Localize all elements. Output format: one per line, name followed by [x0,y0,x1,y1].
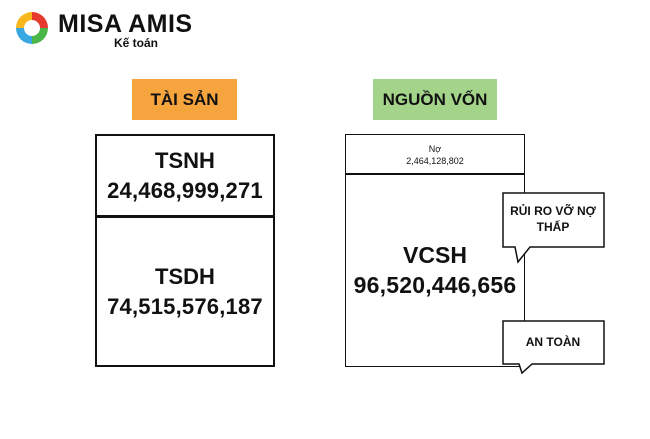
low-risk-speech-bubble [502,192,605,264]
brand-name: MISA AMIS [58,10,193,38]
liabilities-label: Nợ [428,143,442,154]
safe-text: AN TOÀN [525,335,581,349]
long-term-assets-label: TSDH [155,263,215,289]
misa-amis-logo: MISA AMIS Kế toán [14,6,192,50]
assets-header: TÀI SẢN [132,79,237,120]
long-term-assets-value: 74,515,576,187 [107,293,263,319]
equity-label: VCSH [403,242,467,268]
equity-value: 96,520,446,656 [353,272,517,298]
liabilities-box: Nợ 2,464,128,802 [345,134,525,175]
brand-subtitle: Kế toán [114,36,159,50]
long-term-assets-box: TSDH 74,515,576,187 [95,215,275,367]
low-debt-risk-text: RỦI RO VỠ NỢ THẤP [510,204,596,234]
short-term-assets-box: TSNH 24,468,999,271 [95,134,275,218]
short-term-assets-label: TSNH [155,148,215,173]
safe-speech-bubble [502,320,605,375]
short-term-assets-value: 24,468,999,271 [107,178,263,203]
capital-header: NGUỒN VỐN [373,79,497,120]
liabilities-value: 2,464,128,802 [406,155,464,166]
equity-box: VCSH 96,520,446,656 [345,173,525,367]
misa-logo-icon [16,12,48,44]
